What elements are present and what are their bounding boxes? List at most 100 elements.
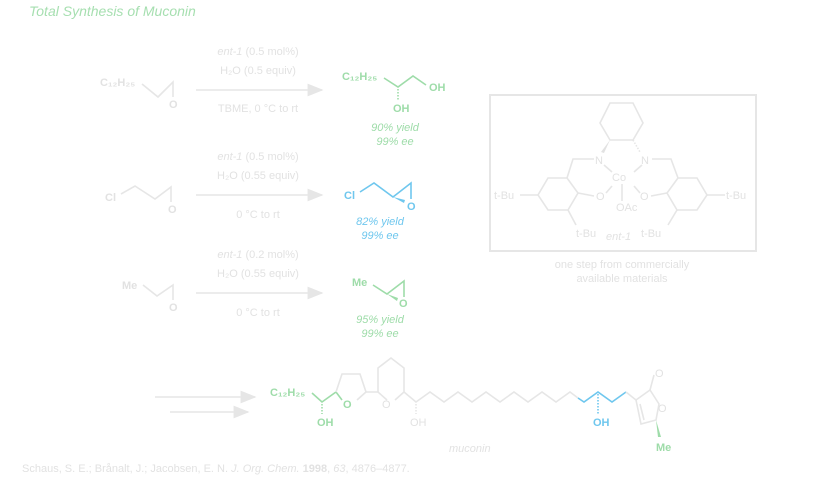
- diol-bonds: [383, 75, 427, 88]
- epoxide-oxygen: O: [169, 99, 178, 111]
- lactone-oxygen: O: [658, 403, 667, 415]
- wedge-bond: [387, 294, 398, 301]
- catalyst-structure-box: N N Co O O OAc t-Bu t-Bu t-Bu t-Bu ent-1…: [489, 94, 757, 285]
- epoxide-bonds: [372, 279, 405, 297]
- wedge-bond: [656, 420, 661, 437]
- wedge-bond: [601, 140, 610, 153]
- structure-mark: [311, 390, 343, 404]
- product-substituent: Me: [352, 277, 367, 289]
- hydroxyl-1: OH: [317, 417, 334, 429]
- primary-oh: OH: [429, 82, 446, 94]
- product-substituent: C₁₂H₂₅: [342, 71, 377, 83]
- structure-mark: O: [407, 201, 416, 213]
- muconin-structure: C₁₂H₂₅ OH O O OH OH O O Me muconin: [155, 356, 671, 455]
- reactant-substituent: Cl: [105, 192, 116, 204]
- epoxide-bonds: [141, 80, 174, 99]
- hydroxyl-2: OH: [410, 417, 427, 429]
- tbu-bottom-left: t-Bu: [576, 228, 596, 240]
- conditions: 0 °C to rt: [236, 307, 280, 319]
- structure-mark: ent-1: [217, 151, 242, 163]
- hydroxyl-3: OH: [593, 417, 610, 429]
- caption-line-1: one step from commercially: [555, 259, 690, 271]
- water-equiv: H₂O (0.55 equiv): [217, 170, 299, 182]
- structure-mark: (0.5 mol%): [245, 151, 298, 163]
- reactant-substituent: C₁₂H₂₅: [100, 77, 135, 89]
- structure-mark: [377, 356, 405, 401]
- conditions: 0 °C to rt: [236, 209, 280, 221]
- acetate: OAc: [616, 202, 638, 214]
- structure-mark: [605, 185, 613, 194]
- structure-mark: [335, 373, 367, 401]
- slide-title: Total Synthesis of Muconin: [29, 3, 196, 19]
- cobalt-center: Co: [612, 172, 626, 184]
- structure-mark: 4876–4877.: [352, 463, 410, 475]
- structure-mark: [649, 374, 655, 391]
- catalyst-frame: [489, 94, 757, 252]
- yield: 82% yield: [356, 216, 405, 228]
- nitrogen-right: N: [641, 155, 649, 167]
- water-equiv: H₂O (0.55 equiv): [217, 268, 299, 280]
- epoxide-bonds: [120, 185, 172, 202]
- oxygen-left: O: [596, 191, 605, 203]
- structure-mark: O: [399, 298, 408, 310]
- carbonyl-oxygen: O: [655, 368, 664, 380]
- catalyst-label: ent-1: [217, 46, 242, 58]
- epoxide-bonds: [142, 283, 174, 300]
- yield: 90% yield: [371, 122, 420, 134]
- structure-mark: ent-1 (0.5 mol%): [217, 46, 298, 58]
- reaction-row-3: Me O ent-1 (0.2 mol%) H₂O (0.55 equiv) 0…: [122, 249, 408, 340]
- methyl: Me: [656, 442, 671, 454]
- product-substituent: Cl: [344, 190, 355, 202]
- tbu-bottom-right: t-Bu: [641, 228, 661, 240]
- oxygen-right: O: [640, 191, 649, 203]
- tbu-right: t-Bu: [726, 190, 746, 202]
- reaction-row-1: C₁₂H₂₅ O ent-1 (0.5 mol%) H₂O (0.5 equiv…: [100, 46, 446, 148]
- conditions: TBME, 0 °C to rt: [218, 103, 298, 115]
- structure-mark: 63: [333, 463, 346, 475]
- structure-mark: 1998: [303, 463, 327, 475]
- structure-mark: Schaus, S. E.; Brånalt, J.; Jacobsen, E.…: [22, 463, 228, 475]
- nitrogen-left: N: [595, 155, 603, 167]
- structure-mark: [633, 164, 643, 173]
- structure-mark: [603, 164, 613, 173]
- caption-line-2: available materials: [576, 273, 668, 285]
- aryl-ring-right: [666, 177, 708, 211]
- citation: Schaus, S. E.; Brånalt, J.; Jacobsen, E.…: [22, 463, 410, 475]
- aryl-ring-left: [537, 177, 579, 211]
- structure-mark: J. Org. Chem.: [230, 463, 299, 475]
- alkyl-chain: C₁₂H₂₅: [270, 387, 305, 399]
- tbu-left: t-Bu: [494, 190, 514, 202]
- structure-mark: ent-1: [217, 249, 242, 261]
- catalyst-loading: (0.5 mol%): [245, 46, 298, 58]
- ee: 99% ee: [361, 328, 398, 340]
- structure-mark: [632, 139, 641, 153]
- structure-mark: [567, 209, 577, 226]
- structure-mark: [650, 192, 668, 197]
- thp-oxygen: O: [382, 399, 391, 411]
- yield: 95% yield: [356, 314, 405, 326]
- compound-name: muconin: [449, 443, 491, 455]
- secondary-oh: OH: [393, 103, 410, 115]
- structure-mark: [403, 391, 579, 404]
- structure-mark: (0.2 mol%): [245, 249, 298, 261]
- structure-mark: ent-1 (0.2 mol%): [217, 249, 298, 261]
- epoxide-bonds: [359, 181, 412, 199]
- reaction-row-2: Cl O ent-1 (0.5 mol%) H₂O (0.55 equiv) 0…: [105, 151, 416, 242]
- thf-oxygen: O: [343, 399, 352, 411]
- structure-mark: [652, 158, 679, 179]
- structure-mark: [566, 158, 594, 179]
- catalyst-label: ent-1: [606, 231, 631, 243]
- ee: 99% ee: [376, 136, 413, 148]
- ee: 99% ee: [361, 230, 398, 242]
- structure-mark: [625, 388, 660, 425]
- structure-mark: [667, 209, 678, 226]
- structure-mark: [577, 192, 595, 197]
- epoxide-oxygen: O: [168, 204, 177, 216]
- structure-mark: [639, 403, 645, 421]
- reactant-substituent: Me: [122, 280, 137, 292]
- structure-mark: [577, 391, 627, 403]
- structure-mark: ent-1 (0.5 mol%): [217, 151, 298, 163]
- structure-mark: O: [169, 302, 178, 314]
- structure-mark: [633, 185, 641, 194]
